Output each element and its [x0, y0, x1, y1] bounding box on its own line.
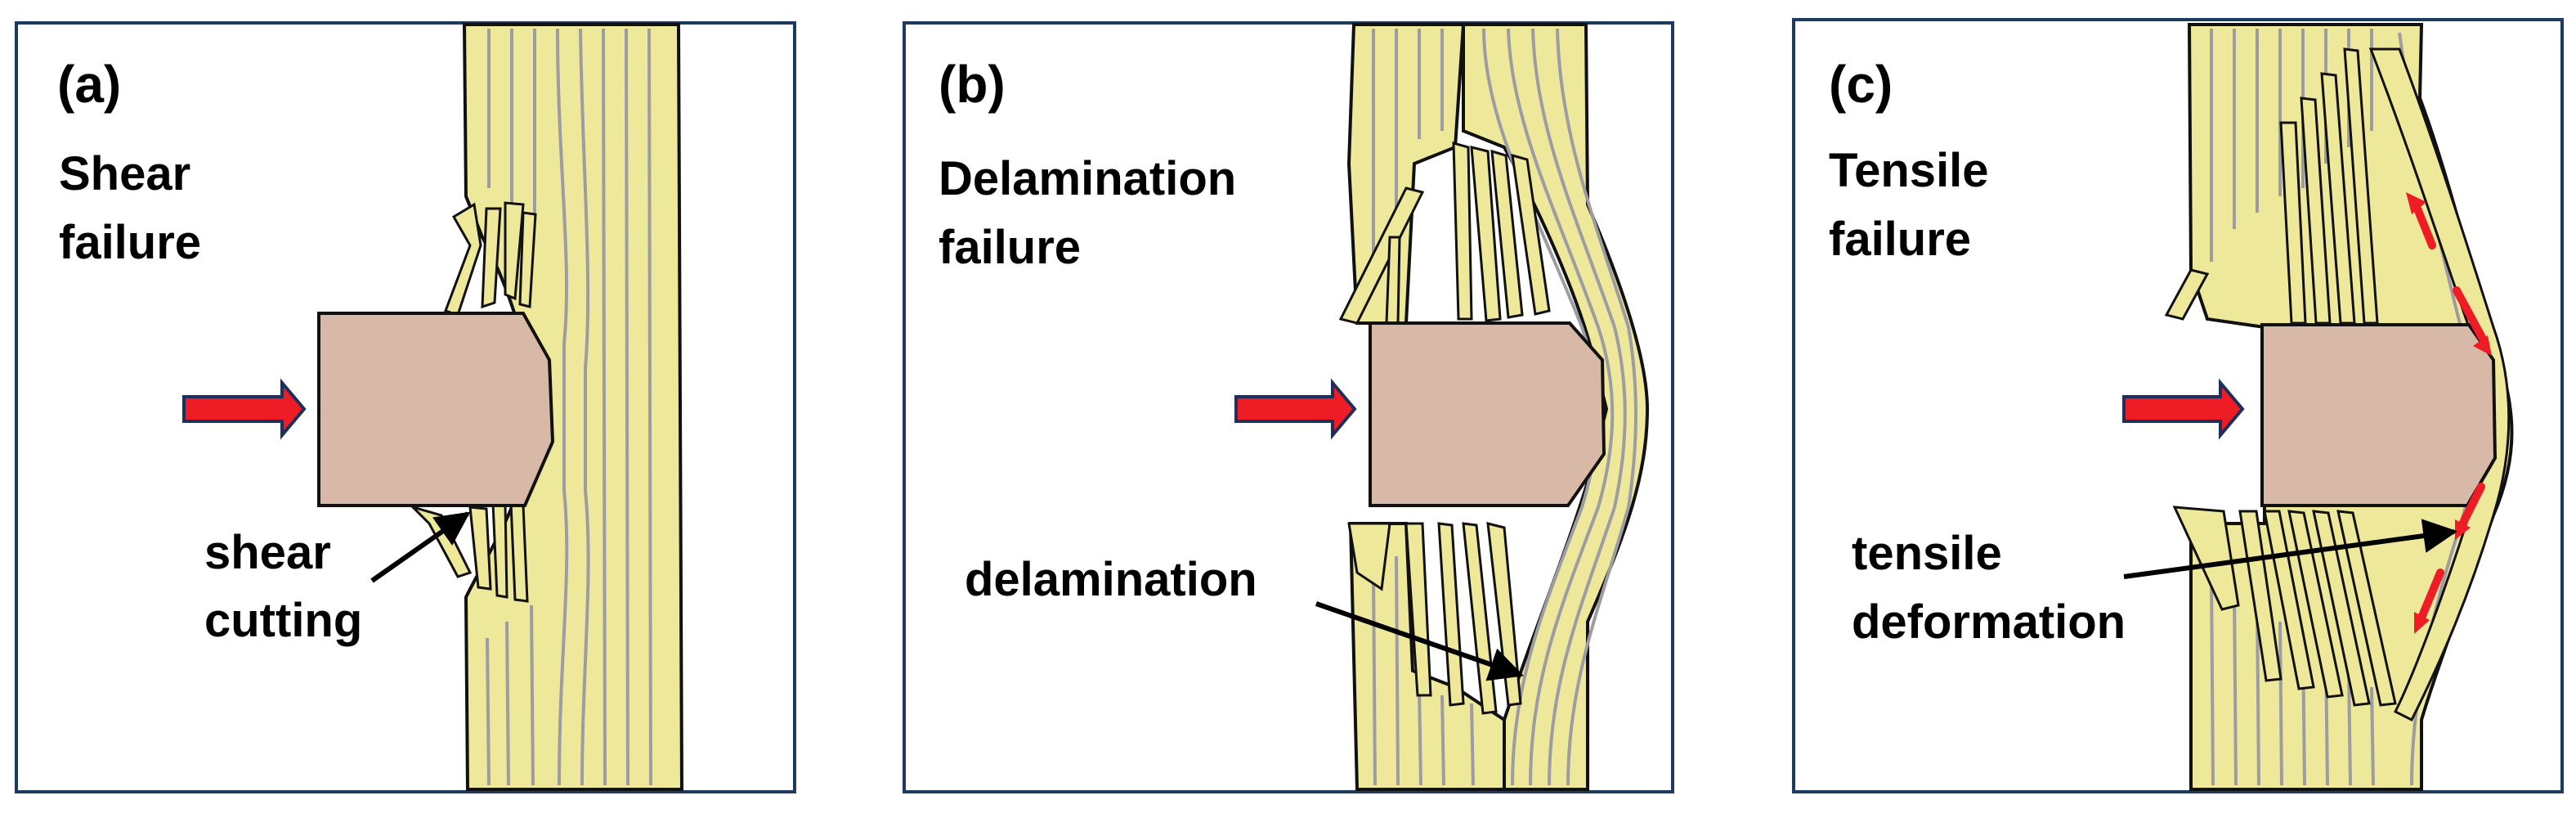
right-arrow-icon	[182, 378, 307, 440]
shear-cutting-pointer	[370, 511, 471, 583]
small-arrow-icon	[2412, 200, 2436, 249]
right-arrow-icon	[1234, 378, 1357, 440]
stretched-outer-ply	[2368, 47, 2511, 722]
small-arrow-icon	[2457, 483, 2485, 532]
panel-b-title-line-2: failure	[939, 221, 1081, 274]
small-arrow-icon	[2455, 519, 2471, 540]
indenter-block	[2260, 323, 2498, 507]
b-upper-broken-fibers	[1338, 142, 1551, 325]
panel-a-annotation-line-2: cutting	[204, 594, 362, 647]
panel-c-title-line-2: failure	[1829, 213, 1971, 266]
panel-c-annotation-line-2: deformation	[1852, 596, 2126, 649]
panel-b: (b) Delamination failure delamination	[903, 21, 1674, 793]
panel-c-annotation-line-1: tensile	[1852, 527, 2002, 580]
indenter-block	[1369, 321, 1606, 507]
panel-a: (a) Shear failure shear cutting	[15, 21, 796, 793]
panel-a-annotation-line-1: shear	[204, 526, 331, 579]
small-arrow-icon	[2416, 569, 2444, 626]
indenter-block	[317, 312, 555, 507]
small-arrow-icon	[2406, 192, 2426, 214]
right-arrow-icon	[2122, 378, 2245, 440]
laminate-fiber-lines	[486, 28, 652, 786]
delamination-pointer	[1315, 601, 1524, 681]
panel-b-annotation-line-1: delamination	[965, 553, 1257, 606]
small-arrow-icon	[2453, 286, 2489, 348]
panel-a-fiber-laminate	[408, 23, 684, 791]
panel-c: (c) Tensile failure tensile deformation	[1792, 18, 2564, 793]
panel-c-label: (c)	[1829, 55, 1893, 114]
panel-b-label: (b)	[939, 55, 1006, 114]
small-arrow-icon	[2414, 612, 2430, 634]
panel-a-title-line-1: Shear	[59, 147, 190, 200]
c-lower-broken-fibers	[2172, 506, 2397, 707]
small-arrow-icon	[2473, 335, 2492, 356]
tension-arrows	[2406, 192, 2492, 634]
panel-a-label: (a)	[57, 55, 121, 114]
panel-c-title-line-1: Tensile	[1829, 144, 1989, 197]
tensile-deformation-pointer	[2123, 519, 2458, 579]
panel-b-title-line-1: Delamination	[939, 152, 1236, 205]
upper-broken-fibers	[444, 201, 537, 317]
panel-a-title-line-2: failure	[59, 216, 201, 269]
